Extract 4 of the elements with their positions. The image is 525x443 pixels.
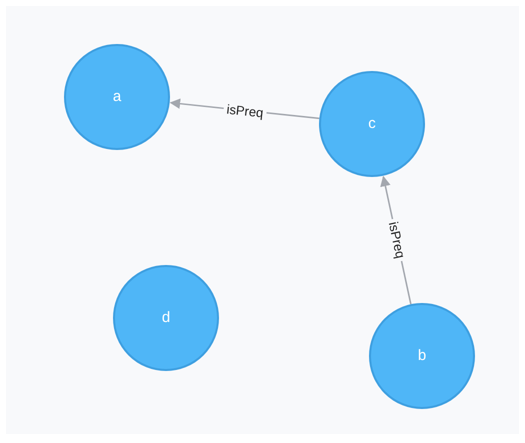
node-label: a (112, 86, 122, 107)
node-label: b (418, 346, 426, 366)
node-label: d (162, 308, 170, 328)
node-label: c (368, 114, 376, 134)
